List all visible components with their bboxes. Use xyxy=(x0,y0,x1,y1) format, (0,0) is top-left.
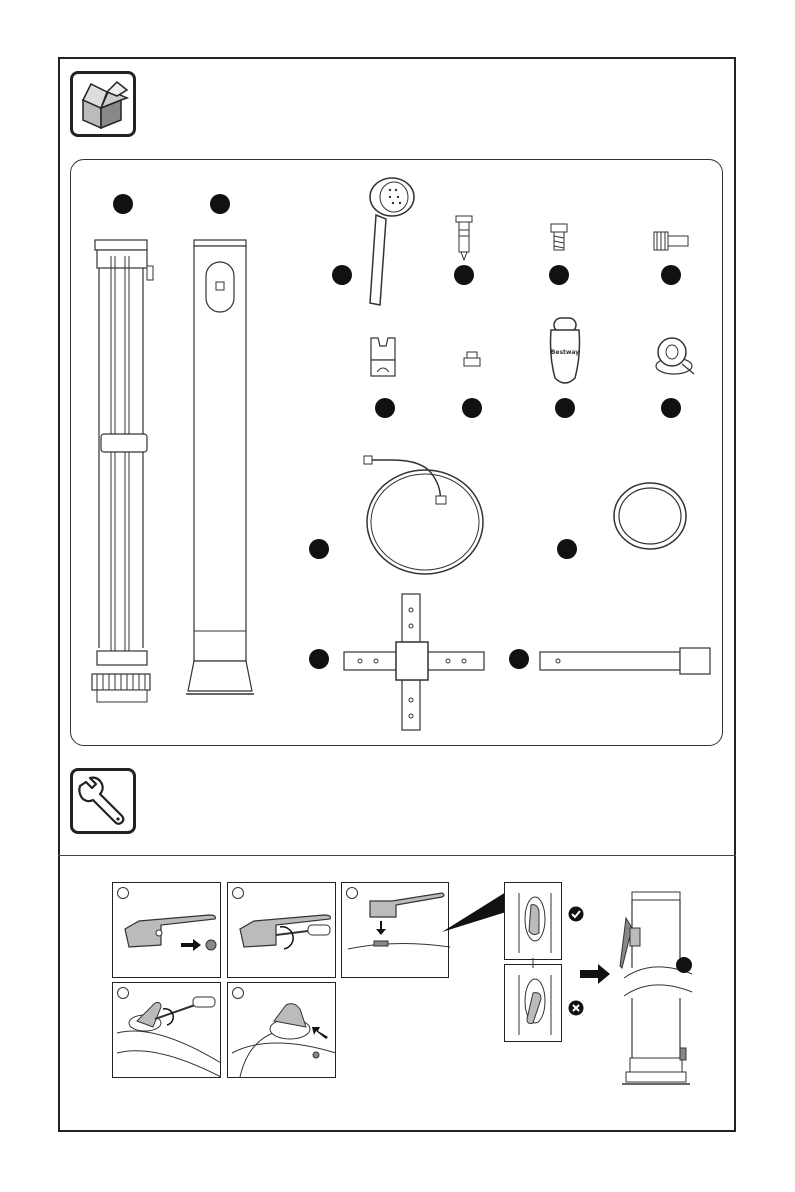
parts-list-badge xyxy=(70,71,136,137)
shower-hose xyxy=(362,452,492,582)
screw-in-illustration xyxy=(115,993,221,1077)
hand-shower xyxy=(360,175,420,310)
wrench-icon xyxy=(78,776,128,826)
part-marker-1 xyxy=(113,194,133,214)
part-marker-5 xyxy=(549,265,569,285)
assembled-column xyxy=(612,888,702,1088)
part-marker-6 xyxy=(661,265,681,285)
step-reattach xyxy=(227,982,336,1078)
sealing-tape xyxy=(652,334,698,380)
handle-tilted-illustration xyxy=(515,975,555,1035)
step-screw-in xyxy=(112,982,221,1078)
part-marker-13 xyxy=(309,649,329,669)
part-marker-9 xyxy=(555,398,575,418)
step-handle-removal xyxy=(112,882,221,978)
part-marker-11 xyxy=(309,539,329,559)
part-marker-14 xyxy=(509,649,529,669)
assembly-badge xyxy=(70,768,136,834)
cross-icon xyxy=(568,1000,584,1016)
reattach-illustration xyxy=(230,993,336,1077)
right-arrow-icon xyxy=(580,962,612,986)
part-marker-3 xyxy=(332,265,352,285)
handle-incorrect-view xyxy=(504,964,562,1042)
section-divider xyxy=(58,855,736,856)
part-marker-10 xyxy=(661,398,681,418)
part-marker-2 xyxy=(210,194,230,214)
step-number-marker xyxy=(232,887,244,899)
bolt xyxy=(548,222,570,252)
step-cap-align xyxy=(341,882,449,978)
step-number-marker xyxy=(117,887,129,899)
extension-leg xyxy=(538,646,714,676)
o-ring xyxy=(610,480,690,552)
screwdriver-illustration xyxy=(236,907,336,967)
mixer-brand-label: Bestway xyxy=(551,349,579,356)
open-box-icon xyxy=(77,78,129,130)
check-icon xyxy=(568,906,584,922)
cap xyxy=(462,350,482,368)
part-marker-7 xyxy=(375,398,395,418)
zoom-leader xyxy=(440,888,510,938)
shower-holder xyxy=(368,334,398,378)
part-marker-12 xyxy=(557,539,577,559)
step-screw-out xyxy=(227,882,336,978)
part-marker-4 xyxy=(454,265,474,285)
handle-correct-view xyxy=(504,882,562,960)
solar-column-body xyxy=(182,236,262,701)
view-connector xyxy=(528,958,538,968)
handle-upright-illustration xyxy=(515,893,555,953)
pin-screw xyxy=(452,214,476,264)
handle-illustration xyxy=(121,907,221,967)
mixer-handle: Bestway xyxy=(545,316,585,388)
part-marker-8 xyxy=(462,398,482,418)
cap-align-illustration xyxy=(346,891,450,971)
hose-connector xyxy=(652,228,692,254)
solar-column-frame xyxy=(85,236,160,706)
cross-base xyxy=(340,592,490,734)
